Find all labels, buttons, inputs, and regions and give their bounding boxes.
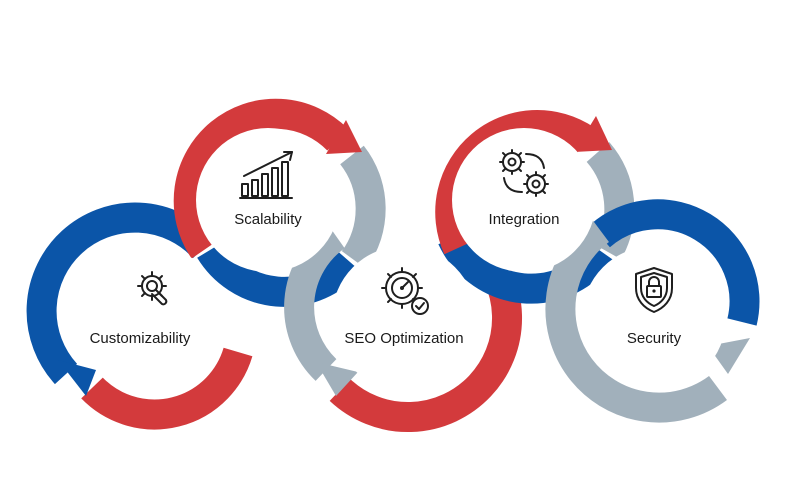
customizability-circle xyxy=(80,246,224,390)
integration-label: Integration xyxy=(489,211,560,228)
gears-cycle-icon xyxy=(499,149,549,197)
growth-chart-icon xyxy=(239,151,293,199)
shield-lock-icon xyxy=(635,267,673,313)
wrench-gear-icon xyxy=(137,271,168,306)
seo-gray-arc xyxy=(284,223,346,381)
security-label: Security xyxy=(627,330,682,347)
integration-arrowhead xyxy=(574,116,612,152)
integration-circle xyxy=(452,128,596,272)
security-blue-arc xyxy=(590,199,760,326)
security-circle xyxy=(582,246,726,390)
seo-arrowhead xyxy=(316,362,358,396)
customizability-blue-arc xyxy=(26,202,216,385)
customizability-label: Customizability xyxy=(90,330,191,347)
scalability-gray-arc xyxy=(339,145,386,269)
scalability-blue-arc xyxy=(197,241,362,307)
scalability-circle xyxy=(196,128,340,272)
scalability-red-arc xyxy=(173,98,349,259)
customizability-red-arc xyxy=(81,347,253,430)
customizability-arrowhead xyxy=(58,360,96,396)
seo-optimization-label: SEO Optimization xyxy=(344,330,463,347)
scalability-arrowhead xyxy=(326,120,362,154)
gear-gauge-check-icon xyxy=(381,267,429,315)
security-gray-arc xyxy=(545,217,727,423)
scalability-label: Scalability xyxy=(234,211,302,228)
seo-circle xyxy=(332,246,476,390)
